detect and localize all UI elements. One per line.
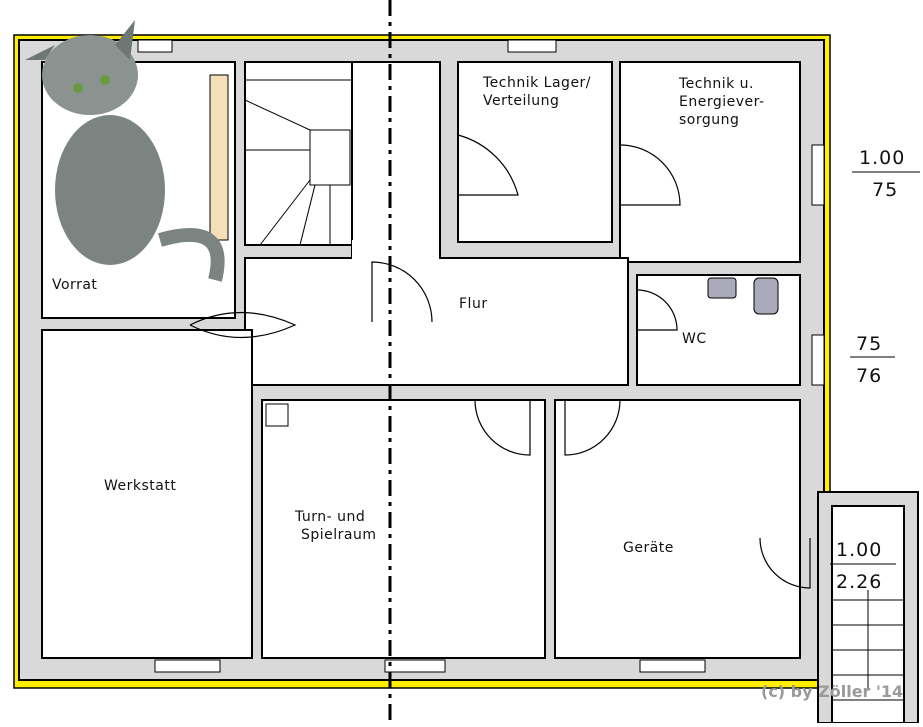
- sink-icon: [707, 277, 737, 299]
- label-technik-lager-2: Verteilung: [483, 93, 559, 109]
- dimension-window-2: 75 76: [850, 333, 895, 387]
- label-technik-energie-3: sorgung: [679, 112, 739, 128]
- door-stair[interactable]: [371, 261, 433, 323]
- svg-text:75: 75: [872, 179, 898, 201]
- room-turn-spielraum: [261, 399, 546, 659]
- door-wc[interactable]: [636, 289, 678, 331]
- door-entrance[interactable]: [759, 537, 811, 589]
- stair-treads: [244, 79, 352, 246]
- label-technik-lager-1: Technik Lager/: [482, 75, 591, 91]
- label-technik-energie-2: Energiever-: [679, 94, 765, 110]
- staircase: [244, 61, 353, 246]
- flur-joint: [352, 240, 439, 265]
- label-wc: WC: [682, 331, 707, 347]
- copyright: (c) by Zöller '14: [761, 682, 903, 701]
- room-flur-upper: [351, 61, 441, 263]
- room-werkstatt: [41, 329, 253, 659]
- svg-text:76: 76: [856, 365, 882, 387]
- door-technik-lager[interactable]: [457, 134, 519, 196]
- shelf: [209, 74, 229, 241]
- label-vorrat: Vorrat: [52, 277, 97, 293]
- room-flur: [244, 257, 629, 386]
- room-technik-energie: [619, 61, 801, 263]
- label-turn-2: Spielraum: [301, 527, 377, 543]
- toilet-icon: [753, 277, 779, 315]
- door-technik-energie[interactable]: [619, 144, 681, 206]
- entrance-steps: [832, 590, 904, 701]
- windows: [137, 39, 825, 673]
- label-turn-1: Turn- und: [294, 509, 365, 525]
- svg-text:1.00: 1.00: [836, 539, 882, 561]
- label-technik-energie-1: Technik u.: [678, 76, 754, 92]
- label-geraete: Geräte: [623, 540, 674, 556]
- svg-text:75: 75: [856, 333, 882, 355]
- door-turn[interactable]: [474, 399, 531, 456]
- svg-text:1.00: 1.00: [859, 147, 905, 169]
- label-werkstatt: Werkstatt: [104, 478, 176, 494]
- room-geraete: [554, 399, 801, 659]
- dimension-entrance-door: 1.00 2.26: [830, 539, 896, 593]
- cat-illustration: [25, 20, 225, 282]
- svg-text:2.26: 2.26: [836, 571, 882, 593]
- door-werkstatt[interactable]: [189, 312, 297, 338]
- dimension-window-1: 1.00 75: [852, 147, 920, 201]
- label-flur: Flur: [459, 296, 488, 312]
- door-geraete[interactable]: [564, 399, 621, 456]
- room-technik-lager: [457, 61, 613, 243]
- chimney: [265, 403, 289, 427]
